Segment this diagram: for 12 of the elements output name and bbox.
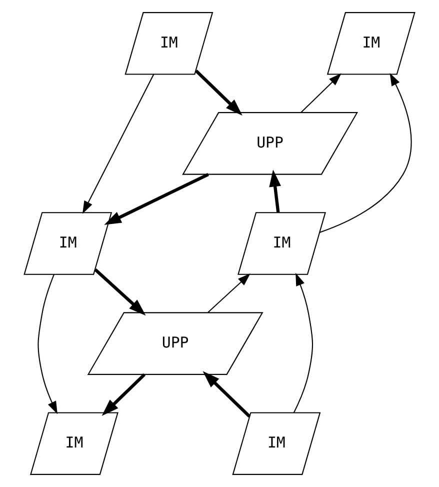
arrow (202, 371, 251, 418)
arrow (38, 274, 58, 414)
arrow (320, 72, 412, 233)
arrow (293, 272, 314, 413)
arrow (102, 373, 146, 416)
arrow (94, 268, 146, 316)
arrow (269, 170, 282, 213)
arrow (208, 273, 250, 313)
arrow (82, 74, 154, 214)
arrow (194, 70, 242, 116)
arrow (104, 173, 209, 225)
arrow (300, 73, 342, 113)
